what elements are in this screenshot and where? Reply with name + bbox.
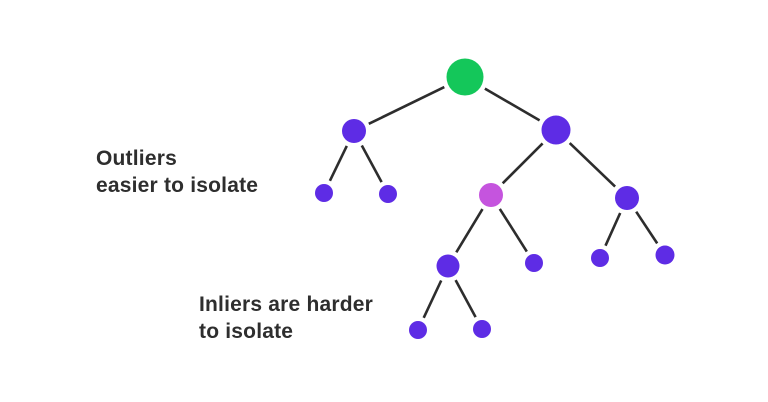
tree-edge-l1-left-leaf-ll — [328, 145, 348, 182]
tree-node-l1-right — [541, 115, 571, 145]
tree-node-l3-left — [436, 254, 460, 278]
tree-edge-root-l1-left — [368, 85, 445, 125]
tree-node-l2-right — [615, 186, 639, 210]
outliers-label-line2: easier to isolate — [96, 174, 259, 197]
tree-node-leaf-deep-r — [473, 320, 491, 338]
tree-node-l2-magenta — [479, 183, 503, 207]
tree-node-leaf-rr-r — [655, 245, 675, 265]
outliers-label: Outliers easier to isolate — [96, 145, 258, 199]
inliers-label: Inliers are harder to isolate — [199, 291, 373, 345]
tree-edge-l2-right-leaf-rr-l — [604, 212, 622, 247]
tree-edge-l2-magenta-l3-left — [455, 208, 484, 253]
tree-node-leaf-m-r — [525, 254, 543, 272]
tree-edge-l3-left-leaf-deep-r — [454, 279, 477, 318]
tree-edge-l3-left-leaf-deep-l — [422, 279, 443, 319]
tree-edge-l2-right-leaf-rr-r — [635, 210, 659, 245]
inliers-label-line1: Inliers are harder — [199, 293, 374, 316]
tree-node-root — [446, 58, 484, 96]
tree-node-leaf-ll — [315, 184, 333, 202]
tree-edge-l1-left-leaf-lr — [360, 144, 383, 183]
tree-edge-l1-right-l2-magenta — [501, 142, 544, 185]
tree-node-l1-left — [342, 119, 366, 143]
tree-node-leaf-lr — [379, 185, 397, 203]
tree-edge-l2-magenta-leaf-m-r — [498, 208, 528, 253]
tree-node-leaf-deep-l — [409, 321, 427, 339]
tree-edge-l1-right-l2-right — [568, 142, 616, 188]
tree-node-leaf-rr-l — [591, 249, 609, 267]
outliers-label-line1: Outliers — [96, 147, 177, 170]
inliers-label-line2: to isolate — [199, 320, 294, 343]
tree-edge-root-l1-right — [484, 87, 541, 122]
